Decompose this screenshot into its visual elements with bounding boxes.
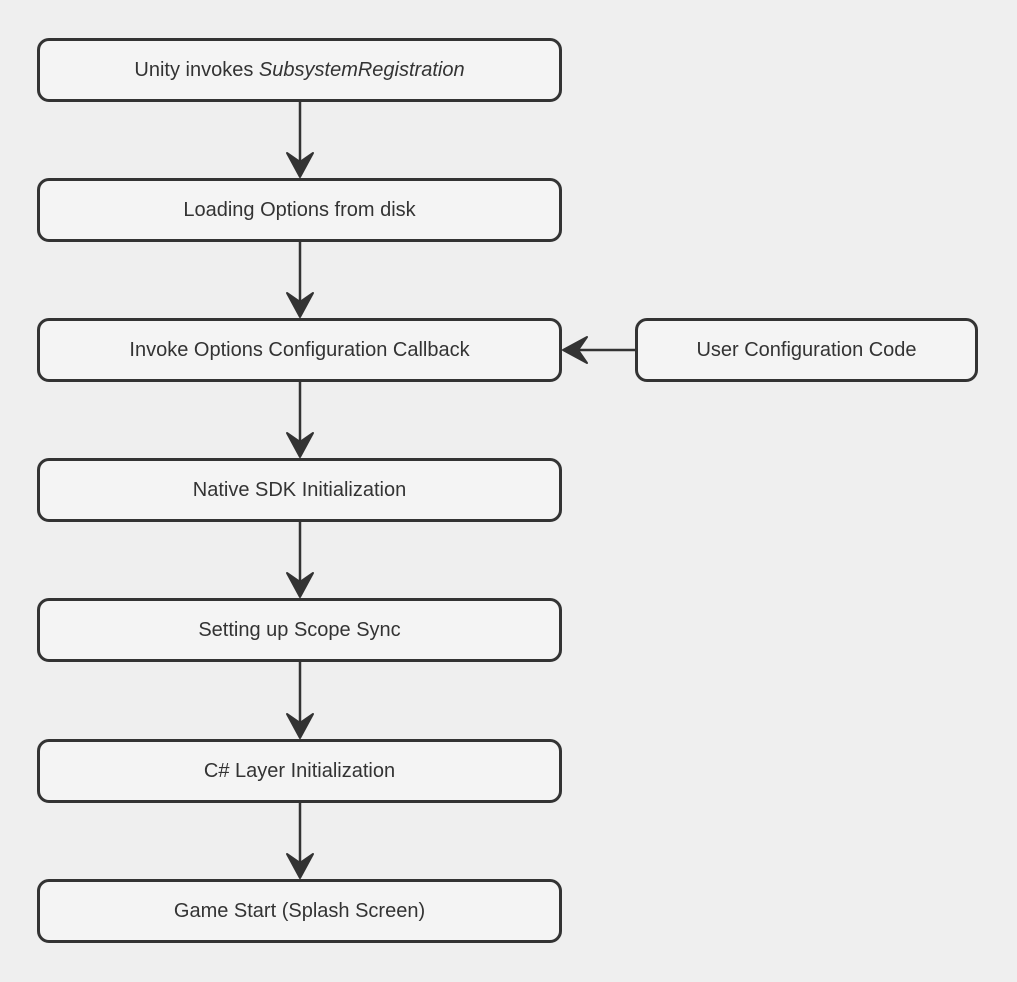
node-label: Setting up Scope Sync xyxy=(198,619,401,641)
flow-node-csharp-layer-initialization: C# Layer Initialization xyxy=(37,739,562,803)
node-label: C# Layer Initialization xyxy=(203,760,396,782)
flow-node-invoke-options-configuration-callback: Invoke Options Configuration Callback xyxy=(37,318,562,382)
flow-node-loading-options-from-disk: Loading Options from disk xyxy=(37,178,562,242)
arrow-csharp-to-game-start xyxy=(286,803,314,879)
node-label: Invoke Options Configuration Callback xyxy=(129,339,470,361)
node-label: Loading Options from disk xyxy=(183,199,416,221)
flow-node-game-start-splash-screen: Game Start (Splash Screen) xyxy=(37,879,562,943)
arrow-callback-to-native-sdk xyxy=(286,382,314,458)
arrow-unity-to-loading xyxy=(286,102,314,178)
arrow-native-sdk-to-scope-sync xyxy=(286,522,314,598)
arrow-scope-sync-to-csharp xyxy=(286,662,314,739)
flow-node-user-configuration-code: User Configuration Code xyxy=(635,318,978,382)
node-label: Native SDK Initialization xyxy=(192,479,407,501)
flow-node-setting-up-scope-sync: Setting up Scope Sync xyxy=(37,598,562,662)
flow-node-native-sdk-initialization: Native SDK Initialization xyxy=(37,458,562,522)
node-label: Unity invokes SubsystemRegistration xyxy=(134,59,465,81)
flow-node-unity-invokes-subsystem-registration: Unity invokes SubsystemRegistration xyxy=(37,38,562,102)
node-label: User Configuration Code xyxy=(696,339,917,361)
arrow-user-config-to-callback xyxy=(562,336,635,364)
arrow-loading-to-callback xyxy=(286,242,314,318)
node-label: Game Start (Splash Screen) xyxy=(173,900,426,922)
